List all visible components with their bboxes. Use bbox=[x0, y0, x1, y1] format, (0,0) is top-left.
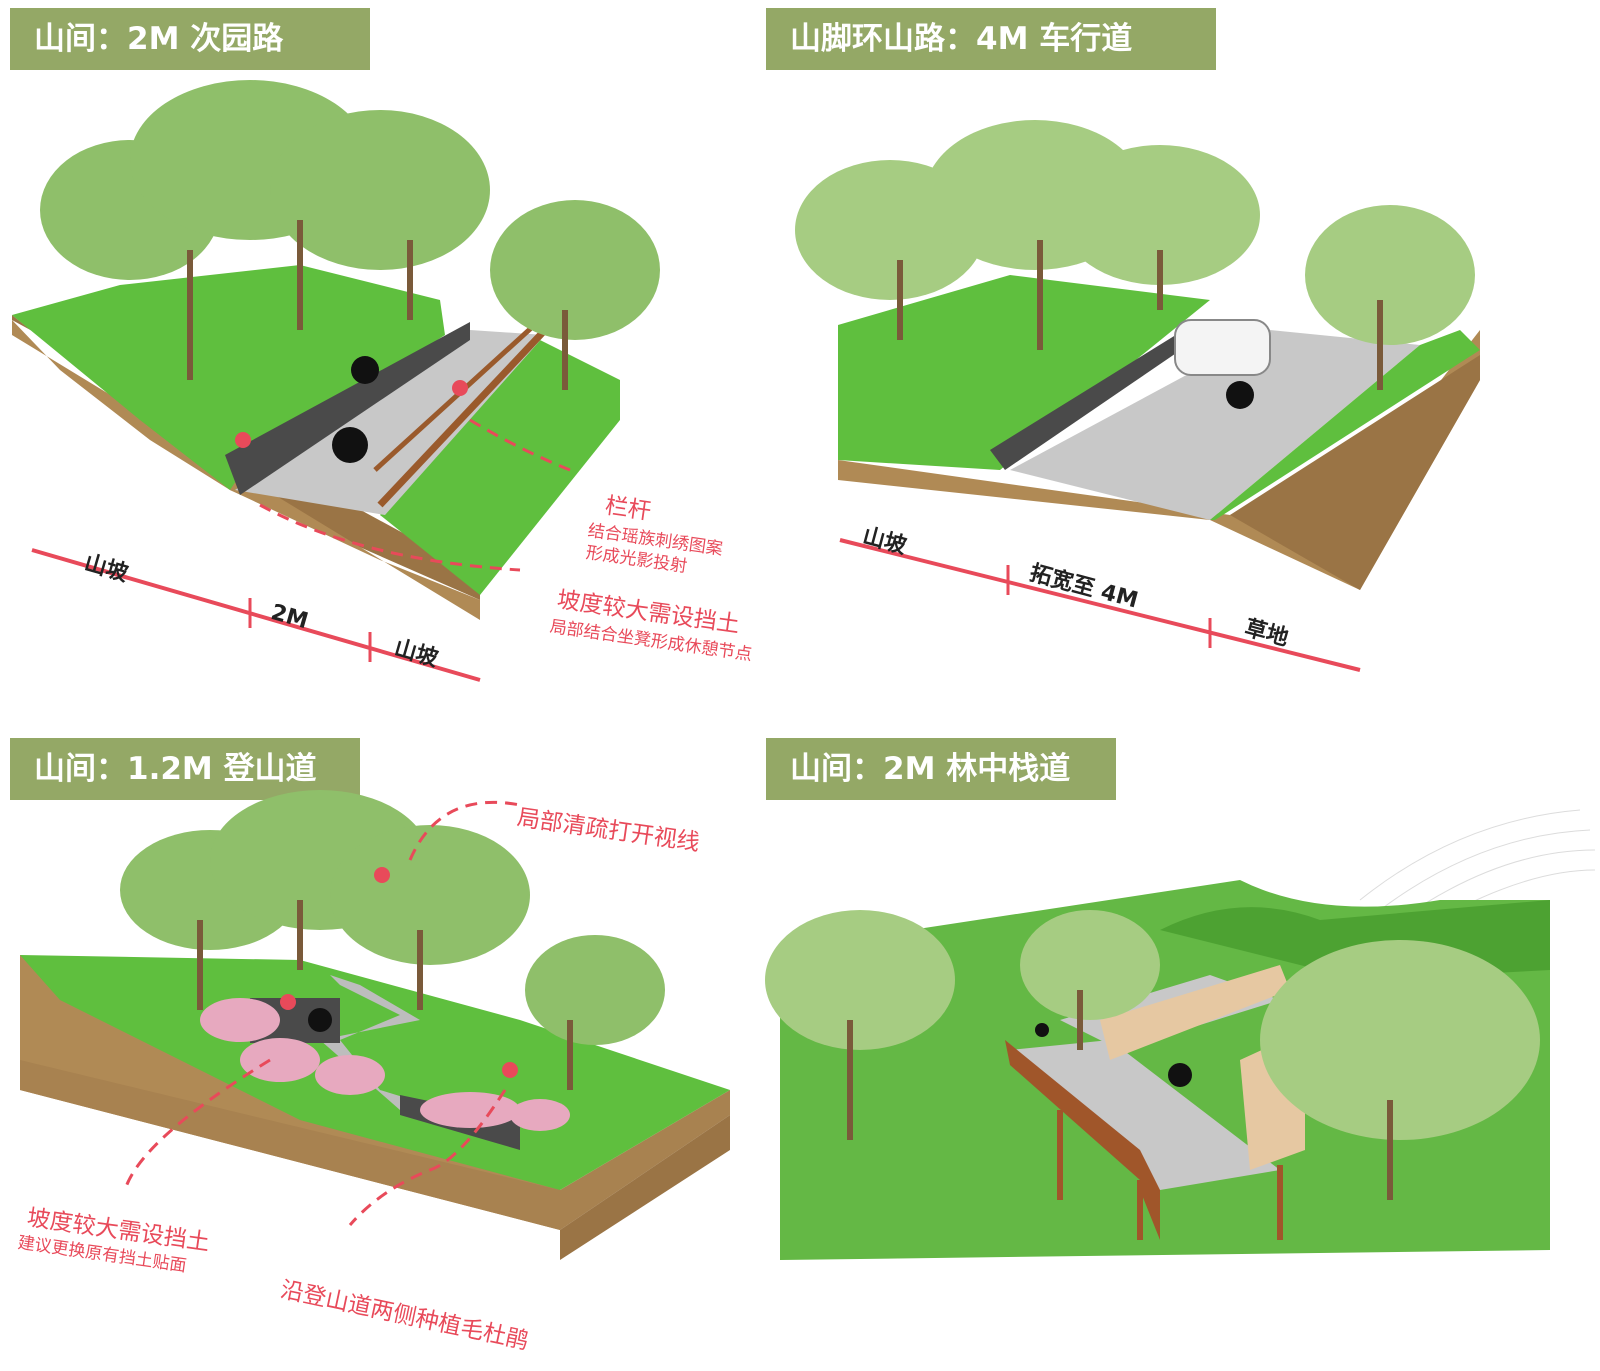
leader-line bbox=[123, 1058, 271, 1191]
panel-title: 山间：2M 次园路 bbox=[10, 8, 370, 70]
railing bbox=[377, 327, 548, 508]
panel-secondary-path-2m: 山间：2M 次园路 bbox=[0, 0, 800, 700]
dimension-line bbox=[839, 538, 1361, 672]
marker-dot bbox=[502, 1062, 518, 1078]
lawn-right bbox=[1210, 330, 1480, 520]
walker-icon bbox=[1035, 1023, 1049, 1037]
scene-illustration bbox=[20, 790, 730, 1260]
leader-line bbox=[469, 418, 571, 472]
marker-dot bbox=[235, 432, 251, 448]
tree-trunks bbox=[187, 220, 568, 390]
marker-dot bbox=[452, 380, 468, 396]
tree-group bbox=[765, 910, 1540, 1140]
path-paving bbox=[235, 330, 545, 515]
tree-trunks bbox=[897, 240, 1383, 390]
marker-dot bbox=[374, 867, 390, 883]
panel-title: 山间：2M 林中栈道 bbox=[766, 738, 1116, 800]
panel-forest-boardwalk-2m: 山间：2M 林中栈道 bbox=[760, 720, 1600, 1371]
soil-front-face bbox=[12, 315, 480, 620]
leader-line bbox=[348, 1089, 507, 1226]
boardwalk-wall-left bbox=[1005, 1040, 1140, 1180]
slope-grass-left bbox=[838, 275, 1210, 470]
road-paving bbox=[1010, 330, 1420, 520]
car-icon bbox=[1174, 319, 1271, 376]
panel-title: 山间：1.2M 登山道 bbox=[10, 738, 360, 800]
scene-illustration bbox=[12, 80, 660, 682]
pedestrian-icon bbox=[1226, 381, 1254, 409]
leader-line bbox=[259, 503, 521, 572]
azalea-shrubs bbox=[200, 998, 570, 1131]
scene-illustration bbox=[795, 120, 1480, 672]
boardwalk-screen bbox=[1100, 965, 1290, 1060]
soil-side-face bbox=[1230, 355, 1480, 590]
slope-grass-left bbox=[12, 265, 445, 490]
slope-grass-right bbox=[380, 340, 620, 595]
tree-group bbox=[40, 80, 660, 340]
tree-trunks bbox=[197, 900, 573, 1090]
retaining-wall bbox=[990, 320, 1210, 470]
boardwalk-deck bbox=[1010, 1040, 1280, 1190]
cyclist-icon bbox=[332, 427, 368, 463]
walker-icon bbox=[1168, 1063, 1192, 1087]
hiker-icon bbox=[308, 1008, 332, 1032]
retaining-wall bbox=[225, 322, 470, 495]
panel-hiking-trail-1-2m: 山间：1.2M 登山道 bbox=[0, 720, 760, 1371]
boardwalk-wall-front bbox=[1140, 1150, 1160, 1240]
tree-trunks bbox=[847, 990, 1393, 1200]
soil-side-face bbox=[560, 1115, 730, 1260]
panel-loop-road-4m: 山脚环山路：4M 车行道 山坡 拓宽至 4M 草地 bbox=[760, 0, 1600, 700]
dimension-line bbox=[31, 548, 481, 682]
scene-illustration bbox=[765, 809, 1596, 1260]
tree-group bbox=[120, 790, 665, 1045]
panel-title: 山脚环山路：4M 车行道 bbox=[766, 8, 1216, 70]
leader-line bbox=[408, 800, 521, 861]
person-seated-icon bbox=[351, 356, 379, 384]
marker-dot bbox=[280, 994, 296, 1010]
boardwalk-posts bbox=[1057, 1110, 1283, 1240]
tree-group bbox=[795, 120, 1475, 345]
